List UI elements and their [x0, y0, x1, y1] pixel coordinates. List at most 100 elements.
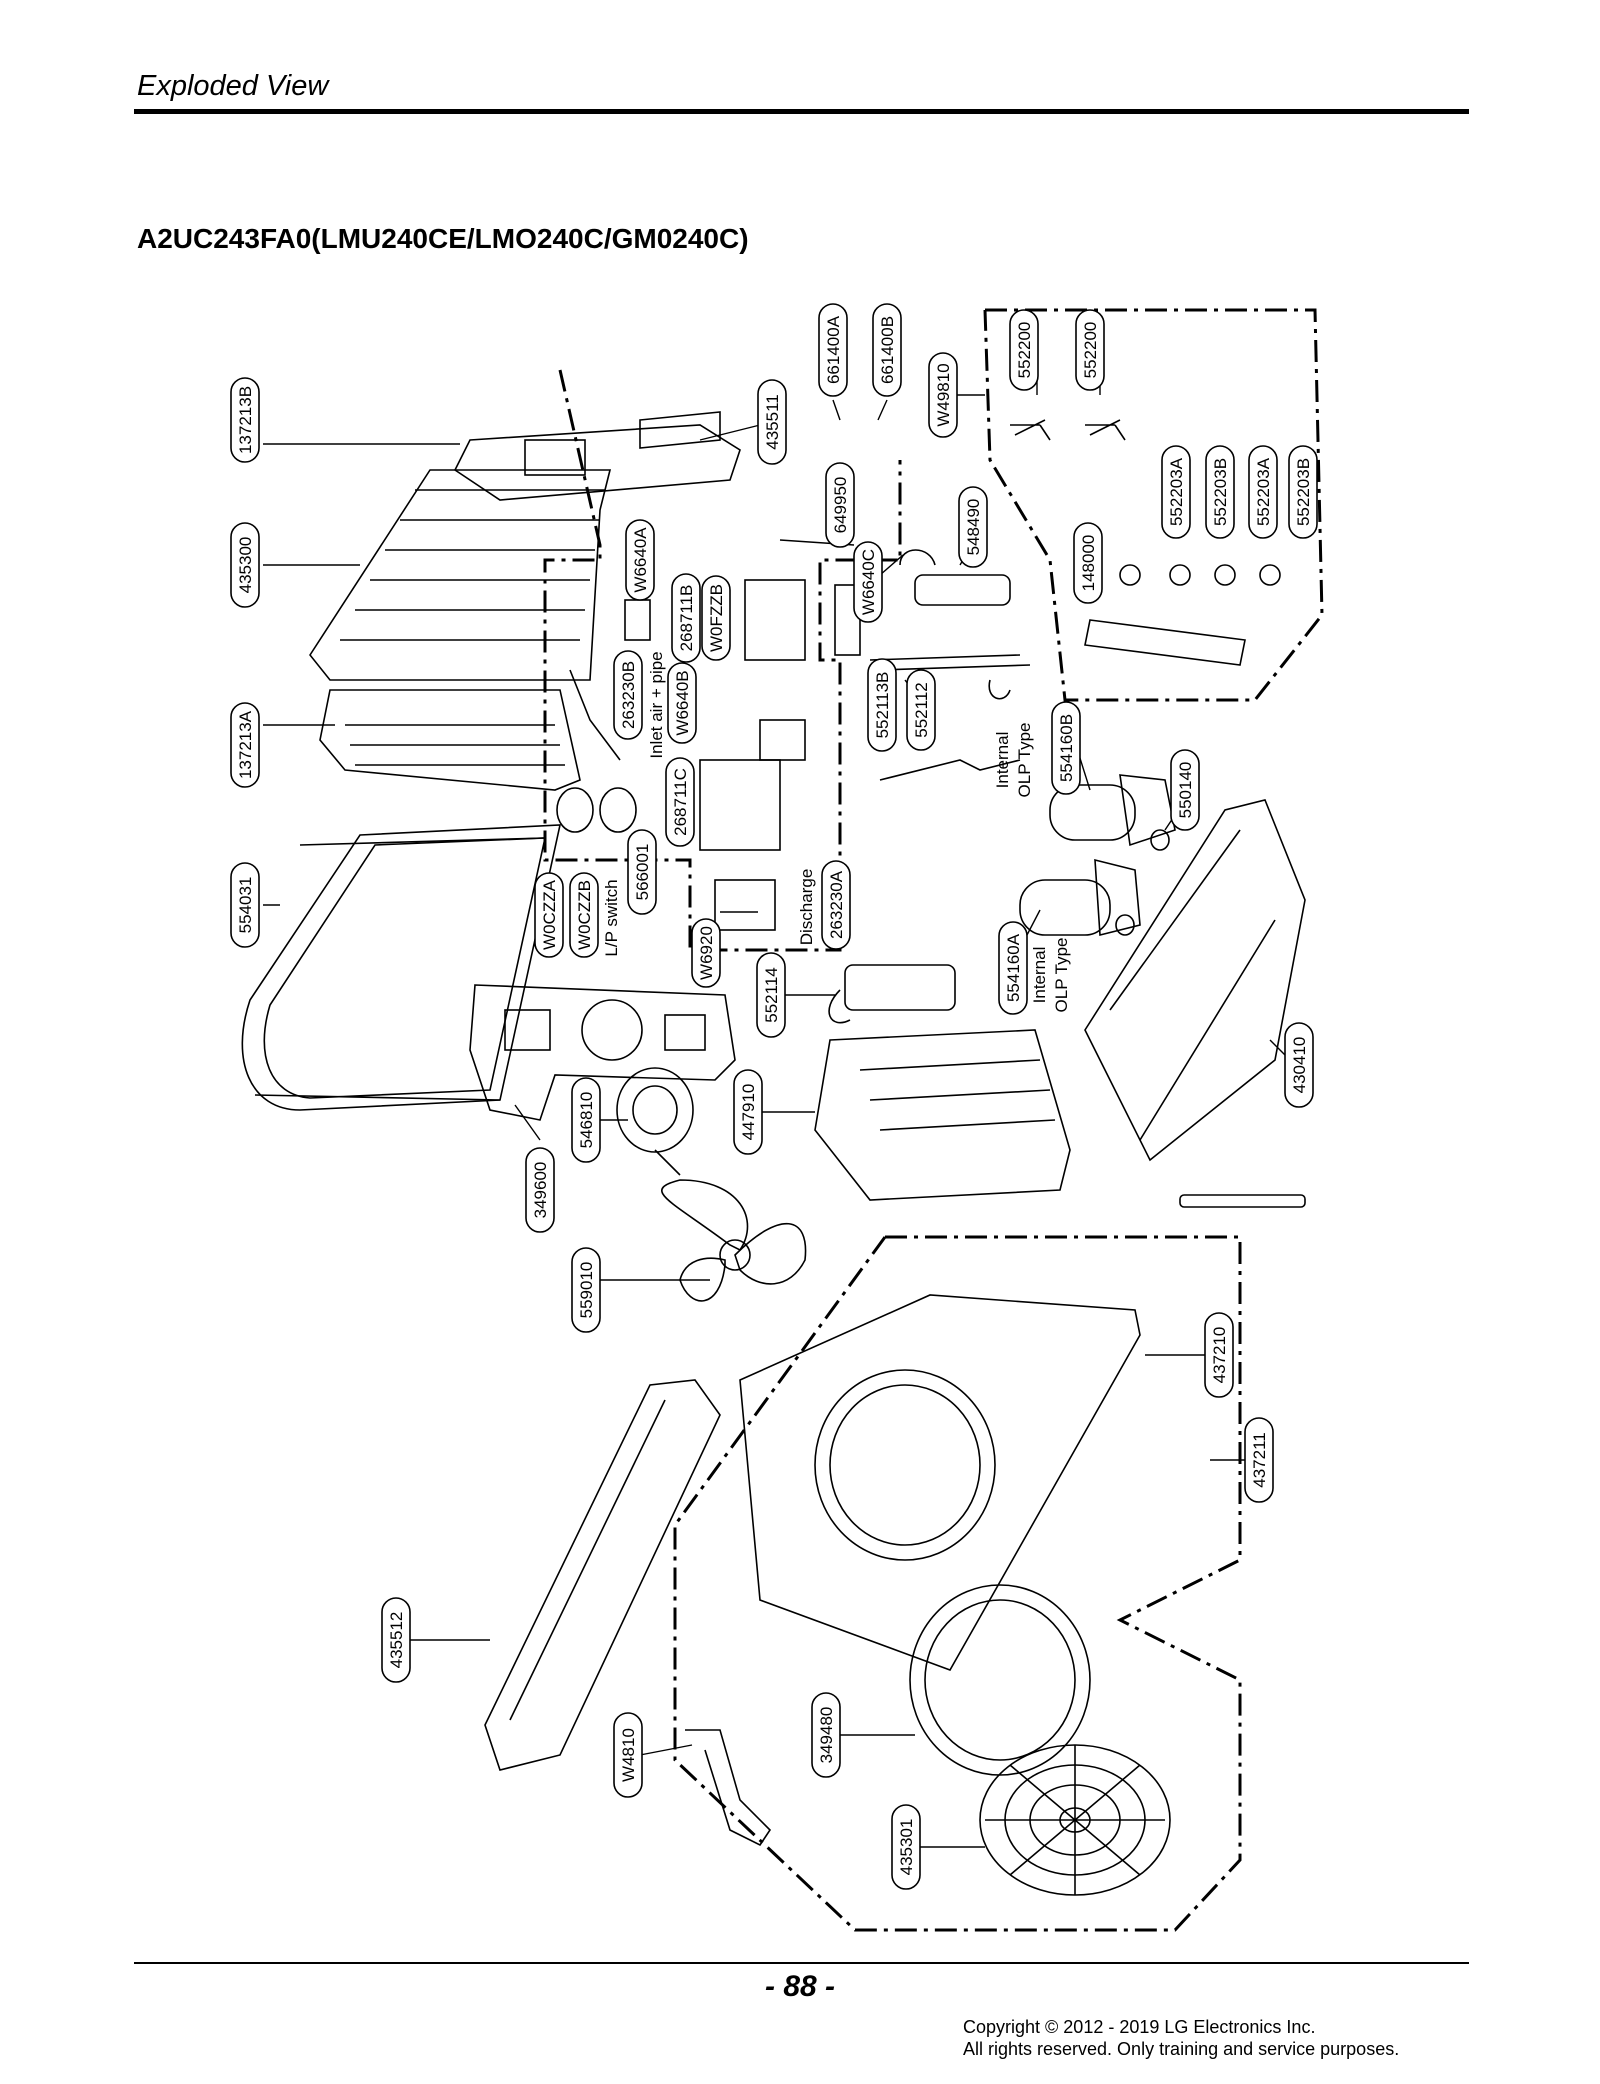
- callout-label: 552112: [912, 682, 931, 737]
- callout-447910: 447910: [733, 1069, 763, 1155]
- callout-552203B-b: 552203B: [1288, 445, 1318, 539]
- callout-W6640C: W6640C: [853, 541, 883, 623]
- callout-label: 552203A: [1167, 457, 1186, 526]
- callout-label: 552200: [1081, 322, 1100, 379]
- callout-559010: 559010: [571, 1247, 601, 1333]
- page-number: - 88 -: [765, 1970, 836, 2003]
- callout-label: 546810: [577, 1092, 596, 1149]
- callout-label: 137213A: [236, 710, 255, 779]
- callout-label: 430410: [1290, 1037, 1309, 1094]
- lp-switch-annotation: L/P switch: [602, 879, 621, 956]
- copyright: Copyright © 2012 - 2019 LG Electronics I…: [963, 2016, 1399, 2060]
- callout-554031: 554031: [230, 862, 260, 948]
- callout-label: 552203B: [1211, 458, 1230, 526]
- callout-label: W0FZZB: [707, 584, 726, 652]
- callout-552200-b: 552200: [1075, 309, 1105, 391]
- olp-annotation-top: Internal OLP Type: [993, 723, 1034, 798]
- callout-552200-a: 552200: [1009, 309, 1039, 391]
- callout-label: W4810: [619, 1728, 638, 1782]
- callout-566001: 566001: [627, 829, 657, 915]
- inlet-annotation: Inlet air + pipe: [647, 651, 666, 758]
- callout-label: 559010: [577, 1262, 596, 1319]
- callout-label: W0CZZB: [575, 880, 594, 950]
- callout-349480: 349480: [811, 1692, 841, 1778]
- callout-263230B: 263230B: [613, 650, 643, 740]
- callout-label: 268711C: [671, 768, 690, 836]
- callout-label: 649950: [831, 477, 850, 534]
- callout-W6640B-a: W6640B: [667, 662, 697, 744]
- callout-label: 548490: [964, 499, 983, 556]
- callout-435301: 435301: [891, 1804, 921, 1890]
- cabinet-front-outline: [673, 1235, 1242, 1932]
- side-cover: [484, 1379, 721, 1771]
- side-panel: [319, 689, 581, 791]
- callout-550140: 550140: [1170, 749, 1200, 831]
- callout-label: 552203B: [1294, 458, 1313, 526]
- bracket: [685, 1729, 772, 1847]
- callout-label: 435301: [897, 1819, 916, 1876]
- callout-554160B: 554160B: [1051, 701, 1081, 795]
- callout-W0FZZB: W0FZZB: [701, 575, 731, 661]
- callout-268711B: 268711B: [671, 573, 701, 663]
- callout-label: 349480: [817, 1707, 836, 1764]
- callout-552112: 552112: [906, 669, 936, 751]
- callout-label: 437211: [1250, 1432, 1269, 1487]
- barrier-panel: [814, 1029, 1071, 1201]
- callout-435511: 435511: [757, 379, 787, 465]
- callout-552114: 552114: [756, 952, 786, 1038]
- callout-label: W6640B: [673, 670, 692, 735]
- callout-661400A: 661400A: [818, 303, 848, 397]
- condenser-coil: [241, 824, 562, 1111]
- callout-W6640A: W6640A: [625, 519, 655, 601]
- callout-label: 137213B: [236, 386, 255, 454]
- callout-label: 554160A: [1004, 933, 1023, 1002]
- header-rule: [134, 109, 1469, 114]
- callout-label: 552114: [762, 967, 781, 1022]
- compressors: [1019, 774, 1176, 937]
- base-pan: [1084, 799, 1306, 1162]
- callout-label: 148000: [1079, 535, 1098, 592]
- callout-label: 263230A: [827, 870, 846, 939]
- callout-137213A: 137213A: [230, 702, 260, 788]
- propeller-fan: [660, 1179, 807, 1302]
- callout-W4810: W4810: [613, 1712, 643, 1798]
- service-valve-outline: [983, 308, 1324, 702]
- callout-label: 435300: [236, 537, 255, 594]
- callout-552203B-a: 552203B: [1205, 445, 1235, 539]
- callout-label: 552203A: [1254, 457, 1273, 526]
- callout-W49810: W49810: [928, 352, 958, 438]
- callout-label: 437210: [1210, 1327, 1229, 1384]
- olp-annotation-bottom: Internal OLP Type: [1030, 938, 1071, 1013]
- callout-label: 566001: [633, 844, 652, 901]
- callout-148000: 148000: [1073, 522, 1103, 604]
- rear-grille: [309, 469, 612, 681]
- callout-label: 552113B: [873, 672, 892, 739]
- callout-349600: 349600: [525, 1147, 555, 1233]
- callout-435512: 435512: [381, 1597, 411, 1683]
- callout-554160A: 554160A: [998, 921, 1028, 1015]
- callout-W6920: W6920: [691, 918, 721, 988]
- callout-552203A-a: 552203A: [1161, 445, 1191, 539]
- discharge-annotation: Discharge: [797, 869, 816, 946]
- callout-649950: 649950: [825, 462, 855, 548]
- callout-label: W0CZZA: [540, 879, 559, 950]
- callout-label: W6920: [697, 926, 716, 980]
- callout-label: W49810: [934, 363, 953, 426]
- callout-label: W6640C: [859, 549, 878, 615]
- olp-top-line1: Internal: [993, 732, 1012, 789]
- callout-label: 661400B: [878, 316, 897, 384]
- copyright-line-1: Copyright © 2012 - 2019 LG Electronics I…: [963, 2017, 1316, 2037]
- callout-437210: 437210: [1204, 1312, 1234, 1398]
- service-valves: [1010, 419, 1281, 666]
- callout-label: 435511: [763, 394, 782, 449]
- callout-label: 435512: [387, 1612, 406, 1669]
- callout-552203A-b: 552203A: [1248, 445, 1278, 539]
- callout-label: 349600: [531, 1162, 550, 1219]
- callout-137213B: 137213B: [230, 377, 260, 463]
- callout-label: 552200: [1015, 322, 1034, 379]
- olp-bottom-line1: Internal: [1030, 947, 1049, 1004]
- callout-435300: 435300: [230, 522, 260, 608]
- callout-W0CZZB: W0CZZB: [569, 872, 599, 958]
- callout-label: 554160B: [1057, 714, 1076, 782]
- callout-263230A: 263230A: [821, 860, 851, 950]
